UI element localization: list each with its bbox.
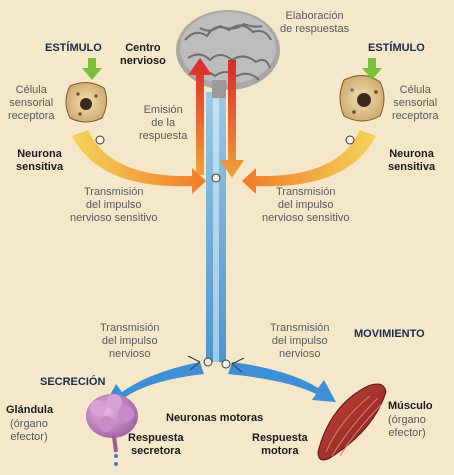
- interneuron-cluster: [187, 173, 245, 373]
- label-neurona-left: Neurona sensitiva: [16, 148, 64, 173]
- label-trans-sensitivo-right: Transmisión del impulso nervioso sensiti…: [262, 186, 350, 224]
- label-resp-motora: Respuesta motora: [252, 432, 308, 457]
- label-trans-sensitivo-left: Transmisión del impulso nervioso sensiti…: [70, 186, 158, 224]
- motor-arrow-left: [104, 362, 204, 406]
- label-neurona-right: Neurona sensitiva: [388, 148, 436, 173]
- label-trans-right: Transmisión del impulso nervioso: [270, 322, 330, 360]
- label-glandula-sub: (órgano efector): [10, 418, 48, 443]
- label-celula-left: Célula sensorial receptora: [8, 84, 55, 122]
- label-neuronas-motoras: Neuronas motoras: [166, 412, 264, 424]
- sensory-arrow-left: [72, 130, 206, 194]
- spinal-cord: [206, 92, 226, 362]
- descending-arrow: [220, 60, 244, 178]
- sensory-neuron-bodies: [95, 135, 355, 145]
- motor-arrow-right: [228, 362, 336, 402]
- label-emision: Emisión de la respuesta: [139, 104, 188, 142]
- label-centro-nervioso: Centro nervioso: [120, 42, 166, 67]
- label-trans-left: Transmisión del impulso nervioso: [100, 322, 160, 360]
- label-musculo-sub: (órgano efector): [388, 414, 426, 439]
- label-glandula: Glándula: [6, 404, 54, 416]
- muscle-illustration: [317, 383, 387, 461]
- gland-illustration: [86, 394, 138, 466]
- sensory-cell-left: [65, 82, 108, 123]
- label-estimulo-left: ESTÍMULO: [45, 42, 102, 54]
- label-estimulo-right: ESTÍMULO: [368, 42, 425, 54]
- label-movimiento: MOVIMIENTO: [354, 328, 425, 340]
- stimulus-arrow-right: [362, 58, 382, 80]
- ascending-arrow: [188, 58, 212, 175]
- stimulus-arrow-left: [82, 58, 102, 80]
- label-celula-right: Célula sensorial receptora: [392, 84, 439, 122]
- sensory-cell-right: [339, 75, 385, 122]
- label-secrecion: SECRECIÓN: [40, 376, 106, 388]
- sensory-arrow-right: [242, 130, 376, 194]
- label-elaboracion: Elaboración de respuestas: [280, 10, 350, 35]
- label-resp-secretora: Respuesta secretora: [128, 432, 184, 457]
- label-musculo: Músculo: [388, 400, 433, 412]
